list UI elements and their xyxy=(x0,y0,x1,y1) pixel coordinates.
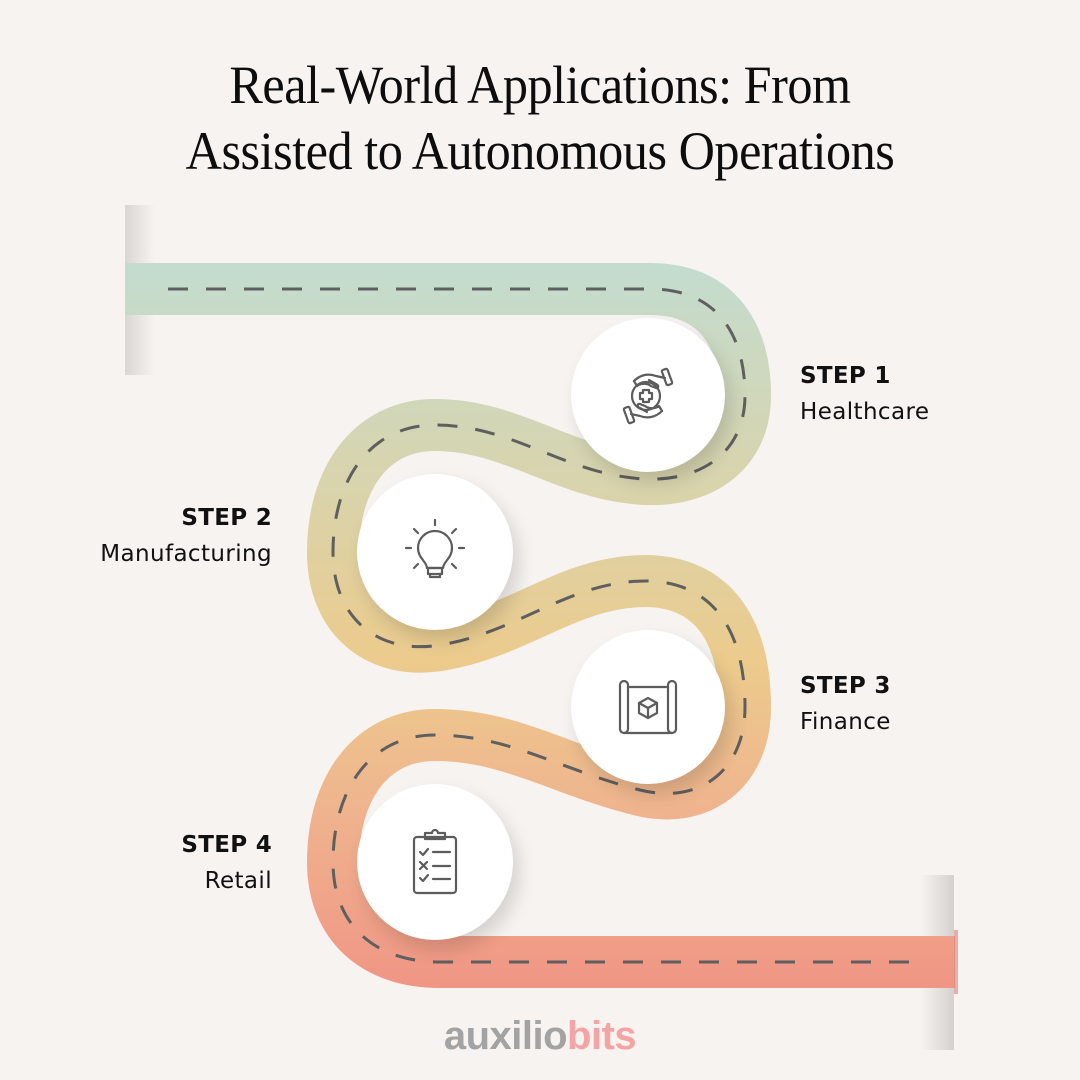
logo-part-1: auxilio xyxy=(443,1014,568,1058)
step-2-number: STEP 2 xyxy=(181,505,272,531)
page-title: Real-World Applications: From Assisted t… xyxy=(38,52,1042,184)
step-4-number: STEP 4 xyxy=(181,832,272,858)
logo-part-2: bits xyxy=(567,1014,637,1058)
brand-logo: auxiliobits xyxy=(0,1014,1080,1059)
step-1-label: STEP 1 Healthcare xyxy=(800,360,929,432)
title-line-2: Assisted to Autonomous Operations xyxy=(185,121,895,181)
step-4-name: Retail xyxy=(204,868,272,894)
step-2-name: Manufacturing xyxy=(100,541,272,567)
blueprint-cube-icon xyxy=(618,679,678,735)
road-body xyxy=(125,263,955,988)
title-line-1: Real-World Applications: From xyxy=(229,55,851,115)
step-3-label: STEP 3 Finance xyxy=(800,670,891,742)
step-1-number: STEP 1 xyxy=(800,363,891,389)
road-end-edge xyxy=(954,930,958,994)
step-1-name: Healthcare xyxy=(800,399,930,425)
step-3-name: Finance xyxy=(800,709,891,735)
lightbulb-icon xyxy=(404,518,466,579)
step-4-icon-circle xyxy=(357,784,513,940)
caring-hands-medical-cross-icon xyxy=(622,367,674,425)
clipboard-checklist-icon xyxy=(412,828,458,895)
step-1-icon-circle xyxy=(571,318,725,472)
step-3-number: STEP 3 xyxy=(800,673,891,699)
step-4-label: STEP 4 Retail xyxy=(181,829,272,901)
step-2-label: STEP 2 Manufacturing xyxy=(100,502,272,574)
step-2-icon-circle xyxy=(357,474,513,630)
step-3-icon-circle xyxy=(571,630,725,784)
